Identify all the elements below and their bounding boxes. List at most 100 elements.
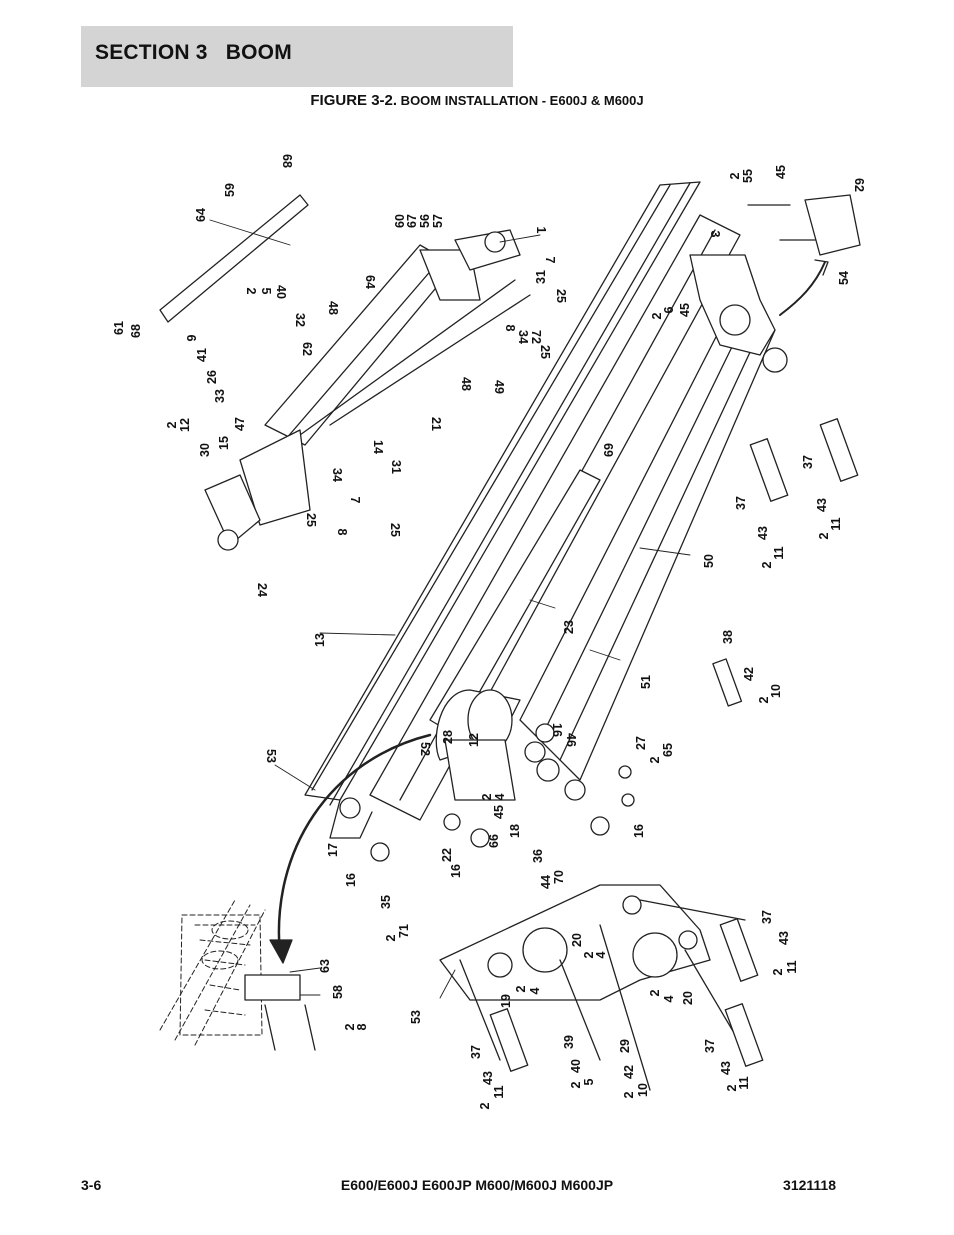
callout-label: 2 (817, 532, 831, 539)
callout-label: 6 (662, 306, 676, 313)
callout-label: 37 (801, 455, 815, 469)
callout-label: 37 (469, 1045, 483, 1059)
callout-label: 36 (531, 849, 545, 863)
callout-label: 11 (785, 960, 799, 973)
callout-label: 47 (233, 417, 247, 431)
callout-label: 46 (564, 733, 578, 747)
callout-label: 8 (335, 529, 349, 536)
callout-label: 25 (554, 289, 568, 303)
callout-label: 22 (440, 848, 454, 862)
callout-label: 8 (503, 325, 517, 332)
callout-label: 42 (742, 667, 756, 681)
callout-label: 2 (244, 288, 258, 295)
angle-strip (159, 194, 309, 323)
phantom-assembly (159, 899, 266, 1046)
callout-label: 62 (300, 342, 314, 356)
callout-label: 23 (562, 620, 576, 634)
figure-title: BOOM INSTALLATION - E600J & M600J (397, 93, 644, 108)
callout-label: 39 (562, 1035, 576, 1049)
callout-label: 2 (165, 421, 179, 428)
callout-label: 53 (264, 749, 278, 763)
callout-label: 65 (661, 743, 675, 757)
callout-label: 25 (388, 523, 402, 537)
callout-label: 30 (198, 443, 212, 457)
callout-label: 31 (389, 460, 403, 474)
callout-label: 20 (570, 933, 584, 947)
callout-label: 2 (384, 934, 398, 941)
callout-label: 18 (508, 824, 522, 838)
section-header: SECTION 3 BOOM (81, 26, 513, 87)
page-number: 3-6 (81, 1177, 102, 1193)
callout-label: 71 (397, 924, 411, 938)
callout-label: 44 (539, 875, 553, 889)
callout-label: 52 (418, 742, 432, 756)
callout-label: 9 (185, 334, 199, 341)
callout-label: 43 (777, 931, 791, 945)
callout-label: 16 (632, 824, 646, 838)
callout-label: 67 (405, 214, 419, 228)
callout-label: 34 (330, 468, 344, 482)
callout-label: 16 (344, 873, 358, 887)
callout-label: 68 (280, 154, 294, 168)
callout-label: 10 (769, 684, 783, 698)
callout-label: 17 (326, 843, 340, 857)
callout-label: 37 (703, 1039, 717, 1053)
callout-label: 14 (371, 440, 385, 454)
callout-label: 41 (195, 348, 209, 362)
callout-label: 63 (318, 959, 332, 973)
callout-label: 7 (348, 497, 362, 504)
section-title: SECTION 3 BOOM (95, 41, 292, 64)
callout-label: 37 (760, 910, 774, 924)
callout-label: 60 (393, 214, 407, 228)
callout-label: 28 (441, 730, 455, 744)
callout-label: 1 (534, 227, 548, 234)
callout-label: 2 (480, 793, 494, 800)
callout-label: 57 (431, 214, 445, 228)
callout-label: 58 (331, 985, 345, 999)
callout-label: 2 (757, 696, 771, 703)
callout-label: 25 (538, 345, 552, 359)
callout-label: 34 (516, 330, 530, 344)
callout-label: 33 (213, 389, 227, 403)
figure-caption: FIGURE 3-2. BOOM INSTALLATION - E600J & … (0, 92, 954, 109)
callout-label: 2 (343, 1023, 357, 1030)
callout-label: 2 (582, 951, 596, 958)
callout-label: 70 (552, 870, 566, 884)
callout-label: 45 (492, 805, 506, 819)
callout-label: 12 (178, 418, 192, 432)
callout-label: 2 (569, 1081, 583, 1088)
callout-label: 48 (326, 301, 340, 315)
callout-label: 4 (594, 951, 608, 958)
callout-label: 10 (636, 1083, 650, 1097)
callout-label: 2 (648, 756, 662, 763)
callout-label: 61 (112, 321, 126, 335)
callout-label: 19 (499, 994, 513, 1008)
callout-label: 5 (259, 288, 273, 295)
callout-label: 62 (852, 178, 866, 192)
figure-label: FIGURE 3-2. (310, 92, 398, 109)
callout-label: 32 (293, 313, 307, 327)
callout-label: 42 (622, 1065, 636, 1079)
callout-label: 16 (550, 723, 564, 737)
callout-label: 45 (678, 303, 692, 317)
callout-label: 72 (529, 330, 543, 344)
callout-label: 25 (304, 513, 318, 527)
callout-label: 66 (487, 834, 501, 848)
callout-label: 69 (602, 443, 616, 457)
callout-label: 11 (737, 1076, 751, 1089)
callout-label: 12 (467, 733, 481, 747)
callout-label: 37 (734, 496, 748, 510)
line-art (159, 181, 861, 1091)
callout-label: 53 (409, 1010, 423, 1024)
callout-label: 2 (725, 1084, 739, 1091)
callout-label: 45 (774, 165, 788, 179)
callout-label: 4 (662, 995, 676, 1002)
callout-label: 43 (756, 526, 770, 540)
callout-label: 5 (582, 1078, 596, 1085)
callout-label: 24 (255, 583, 269, 597)
callout-label: 48 (459, 377, 473, 391)
callout-label: 13 (313, 633, 327, 647)
callout-label: 2 (760, 561, 774, 568)
callout-label: 2 (478, 1102, 492, 1109)
leader-lines (209, 219, 691, 999)
